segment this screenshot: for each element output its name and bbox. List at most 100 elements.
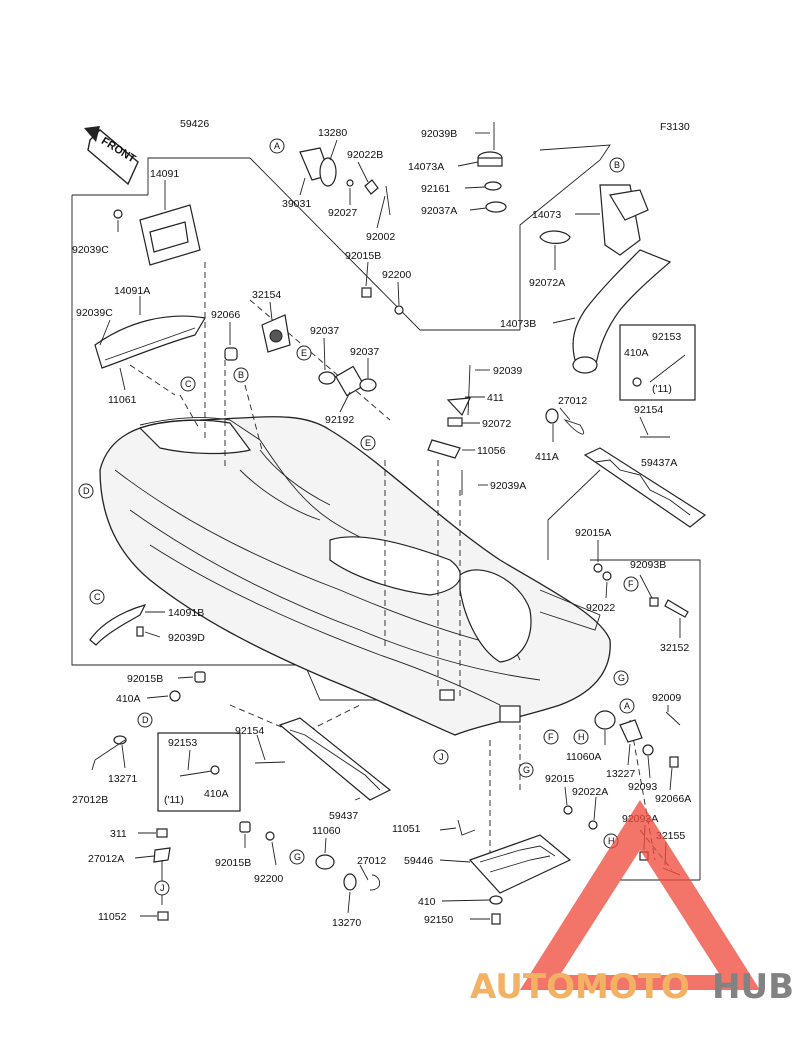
part-label: 92037	[350, 346, 379, 358]
watermark-left: AUTOMOTO	[470, 967, 690, 1007]
part-label: 92027	[328, 207, 357, 219]
ref-letter: B	[238, 370, 244, 380]
part-label: 92039	[493, 365, 522, 377]
part-label: 92039C	[76, 307, 113, 319]
ref-letter: G	[618, 673, 625, 683]
part-label: 92153	[652, 331, 681, 343]
part-label: 92015B	[127, 673, 163, 685]
part-label: 92037	[310, 325, 339, 337]
part-label: 92002	[366, 231, 395, 243]
watermark-right: HUB	[712, 967, 794, 1007]
ref-letter: J	[160, 883, 165, 893]
part-label: 410	[418, 896, 436, 908]
part-label: 11056	[477, 445, 506, 457]
ref-letter: F	[548, 732, 554, 742]
leader-lines	[99, 132, 681, 920]
part-label: 92192	[325, 414, 354, 426]
part-label: 411	[487, 392, 504, 404]
part-label: 92200	[254, 873, 283, 885]
part-label: 92039B	[421, 128, 457, 140]
part-label: 92161	[421, 183, 450, 195]
watermark-logo: AUTOMOTO HUB	[470, 800, 794, 1007]
part-label: 14073B	[500, 318, 536, 330]
part-label: 92093B	[630, 559, 666, 571]
part-label: 11061	[108, 394, 137, 406]
part-label: 14091B	[168, 607, 204, 619]
part-label: 14073A	[408, 161, 444, 173]
part-label: 411A	[535, 451, 559, 463]
part-label: 92015B	[215, 857, 251, 869]
part-label: 27012B	[72, 794, 108, 806]
part-label: 92037A	[421, 205, 457, 217]
part-label: 311	[110, 828, 127, 840]
figure-code: F3130	[660, 121, 690, 133]
part-label: 27012	[357, 855, 386, 867]
part-label: 11060	[312, 825, 341, 837]
part-label: 92015A	[575, 527, 611, 539]
part-label: 92072	[482, 418, 511, 430]
part-label: 92022B	[347, 149, 383, 161]
front-arrow: FRONT	[84, 126, 139, 186]
ref-letter: J	[439, 752, 444, 762]
part-label: 39031	[282, 198, 311, 210]
part-label: 27012	[558, 395, 587, 407]
part-label: 32152	[660, 642, 689, 654]
part-label: ('11)	[164, 794, 184, 806]
part-label: 410A	[624, 347, 649, 359]
ref-letter: A	[624, 701, 630, 711]
part-shapes	[89, 122, 707, 925]
ref-letter: D	[83, 486, 90, 496]
part-label: 11060A	[566, 751, 601, 763]
part-label: 13270	[332, 917, 361, 929]
part-label: 92066	[211, 309, 240, 321]
part-label: 92093	[628, 781, 657, 793]
part-label: 92015B	[345, 250, 381, 262]
part-label: 32154	[252, 289, 281, 301]
part-label: 92066A	[655, 793, 691, 805]
part-label: 59437	[329, 810, 358, 822]
ref-letter: G	[294, 852, 301, 862]
part-label: 92154	[235, 725, 264, 737]
part-label: 11051	[392, 823, 421, 835]
part-label: 92200	[382, 269, 411, 281]
ref-letter: C	[94, 592, 101, 602]
part-label: 92015	[545, 773, 574, 785]
part-label: 410A	[204, 788, 229, 800]
part-label: 92039A	[490, 480, 526, 492]
part-label: 92022A	[572, 786, 608, 798]
part-label: ('11)	[652, 383, 672, 395]
part-label: 13227	[606, 768, 635, 780]
part-label: 27012A	[88, 853, 124, 865]
ref-letter: C	[185, 379, 192, 389]
ref-letter: E	[301, 348, 307, 358]
ref-letter: F	[628, 579, 634, 589]
part-label: 13280	[318, 127, 347, 139]
ref-letter: H	[578, 732, 585, 742]
part-label: 14091A	[114, 285, 150, 297]
ref-letter: A	[274, 141, 280, 151]
part-label: 14073	[532, 209, 561, 221]
part-labels: 59426 14091 92039C 14091A 92039C 11061 9…	[72, 118, 691, 929]
ref-letter: E	[365, 438, 371, 448]
part-label: 92039C	[72, 244, 109, 256]
part-label: 92153	[168, 737, 197, 749]
part-label: 92150	[424, 914, 453, 926]
part-label: 92009	[652, 692, 681, 704]
part-label: 14091	[150, 168, 179, 180]
part-label: 11052	[98, 911, 127, 923]
ref-letter: D	[142, 715, 149, 725]
part-label: 92039D	[168, 632, 205, 644]
ref-letter: B	[614, 160, 620, 170]
part-label: 59426	[180, 118, 209, 130]
part-label: 410A	[116, 693, 141, 705]
ref-letter: H	[608, 836, 615, 846]
part-label: 92072A	[529, 277, 565, 289]
ref-letter: G	[523, 765, 530, 775]
part-label: 59446	[404, 855, 433, 867]
part-label: 92154	[634, 404, 663, 416]
part-label: 59437A	[641, 457, 677, 469]
reference-markers: A B B C C D D E E F F G G G A H H J J	[78, 138, 639, 896]
part-label: 13271	[108, 773, 137, 785]
watercraft-hull	[99, 416, 611, 736]
